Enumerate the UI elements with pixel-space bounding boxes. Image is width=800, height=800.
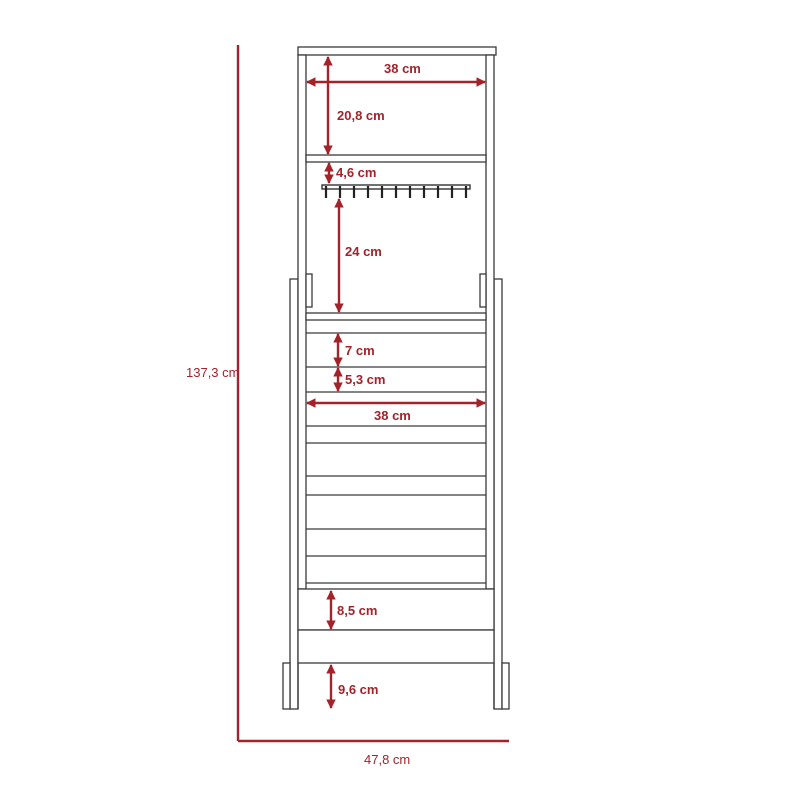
overall-height-label: 137,3 cm	[186, 365, 239, 380]
hook-offset-label: 4,6 cm	[336, 165, 376, 180]
middle-height-label: 24 cm	[345, 244, 382, 259]
lower-panel-label: 8,5 cm	[337, 603, 377, 618]
mid-width-label: 38 cm	[374, 408, 411, 423]
cabinet-body	[282, 46, 510, 710]
hook-rail	[321, 184, 471, 198]
top-shelf-height-label: 20,8 cm	[337, 108, 385, 123]
top-width-label: 38 cm	[384, 61, 421, 76]
overall-width-label: 47,8 cm	[364, 752, 410, 767]
slat-gap-label: 5,3 cm	[345, 372, 385, 387]
base-clearance-label: 9,6 cm	[338, 682, 378, 697]
drawer-front-label: 7 cm	[345, 343, 375, 358]
